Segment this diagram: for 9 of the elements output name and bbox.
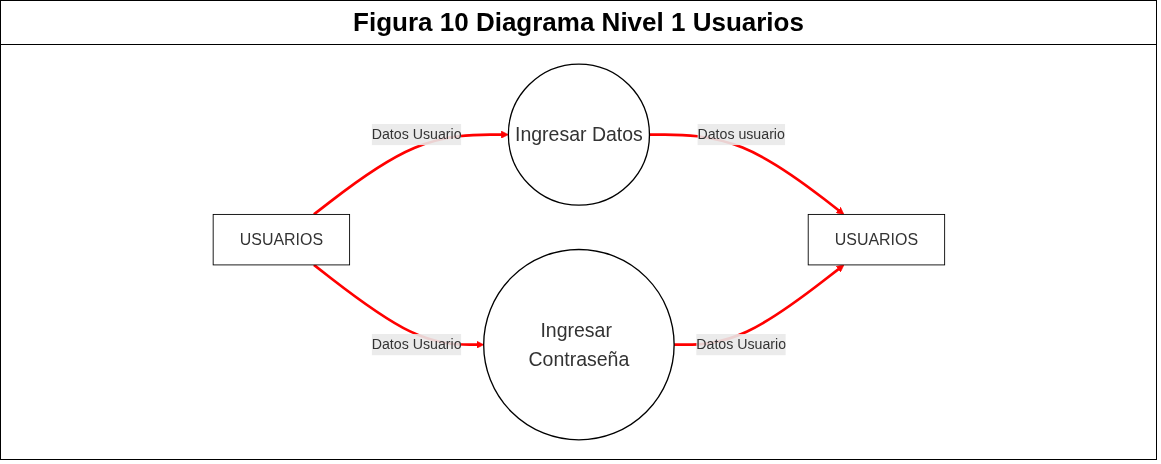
edge-label: Datos Usuario [371,126,462,142]
node-box: USUARIOS [212,213,350,266]
node-box: USUARIOS [807,213,945,266]
edge-label: Datos Usuario [695,336,786,352]
diagram-title: Figura 10 Diagrama Nivel 1 Usuarios [1,1,1156,45]
node-circle: Ingresar Datos [507,63,650,206]
edge-label: Datos Usuario [371,336,462,352]
node-circle: Ingresar Contraseña [482,248,675,441]
edge-label: Datos usuario [697,126,785,142]
